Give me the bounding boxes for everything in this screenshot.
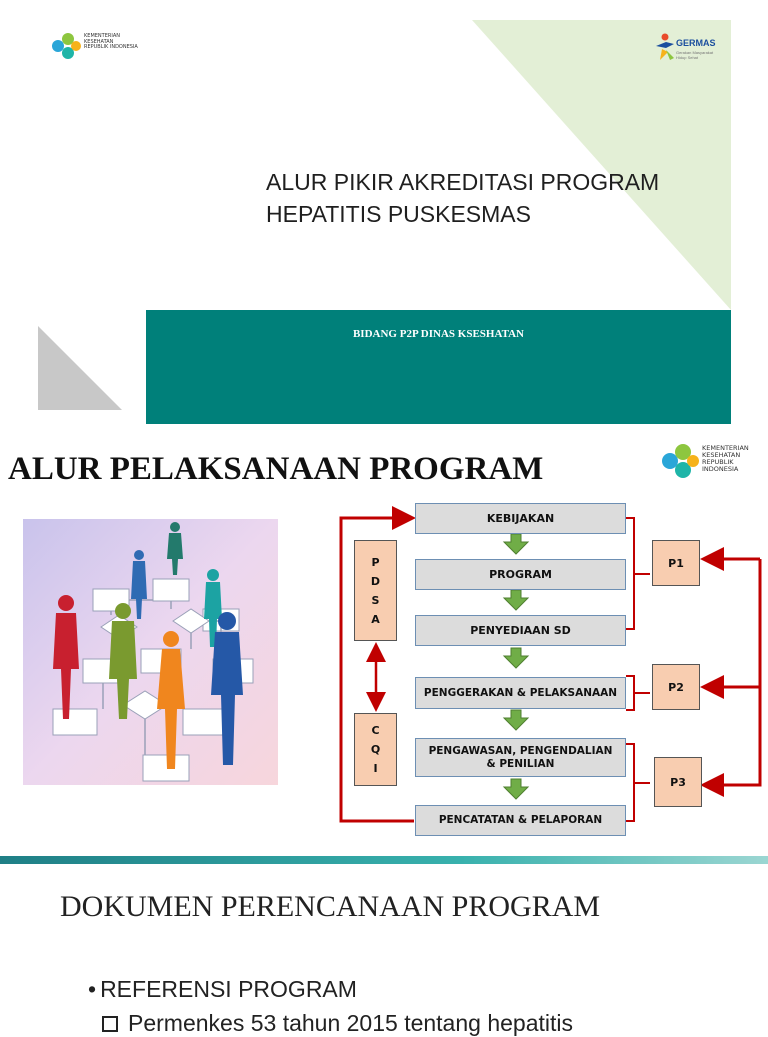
step-kebijakan: KEBIJAKAN (415, 503, 626, 534)
pdsa-letter: D (370, 574, 381, 588)
sub-bullet-text: Permenkes 53 tahun 2015 tentang hepatiti… (128, 1010, 573, 1036)
person-teal-top (167, 522, 183, 575)
bullet-text: REFERENSI PROGRAM (100, 976, 357, 1002)
person-green (109, 603, 137, 719)
ministry-logo-icon (662, 444, 699, 478)
ministry-logo-icon (52, 33, 81, 59)
phase-p1: P1 (652, 540, 700, 586)
slide2-title: ALUR PELAKSANAAN PROGRAM (8, 451, 544, 487)
ministry-logo: KEMENTERIAN KESEHATAN REPUBLIK INDONESIA (48, 30, 138, 62)
ministry-logo-text: KEMENTERIAN KESEHATAN REPUBLIK INDONESIA (84, 33, 138, 50)
bracket-p1 (626, 517, 650, 630)
slide1-title-line2: HEPATITIS PUSKESMAS (266, 201, 531, 227)
pdsa-box: P D S A (354, 540, 397, 641)
person-blue (211, 612, 243, 765)
gray-corner-triangle (38, 326, 122, 410)
people-flowchart-illustration (23, 519, 278, 785)
cqi-letter: Q (370, 743, 381, 756)
person-teal (204, 569, 222, 647)
green-arrows (502, 533, 530, 800)
step-pengawasan: PENGAWASAN, PENGENDALIAN & PENILIAN (415, 738, 626, 777)
teal-band (146, 310, 731, 424)
ministry-logo: KEMENTERIAN KESEHATAN REPUBLIK INDONESIA (658, 441, 758, 481)
person-red (53, 595, 79, 719)
person-orange (157, 631, 185, 769)
bullet-dot: • (88, 976, 97, 1002)
phase-p2: P2 (652, 664, 700, 710)
step-penyediaan-sd: PENYEDIAAN SD (415, 615, 626, 646)
germas-name: GERMAS (676, 38, 716, 48)
slide-separator-bar (0, 856, 768, 864)
title-slide: KEMENTERIAN KESEHATAN REPUBLIK INDONESIA… (0, 0, 768, 430)
slide1-title: ALUR PIKIR AKREDITASI PROGRAM HEPATITIS … (266, 166, 686, 230)
slide1-decoration (38, 20, 731, 410)
person-blue-small (131, 550, 147, 619)
slide1-title-line1: ALUR PIKIR AKREDITASI PROGRAM (266, 169, 660, 195)
step-program: PROGRAM (415, 559, 626, 590)
bracket-p3 (626, 743, 650, 822)
checkbox-bullet-icon (102, 1016, 118, 1032)
bullet-item: •REFERENSI PROGRAM (88, 976, 357, 1003)
flow-slide: ALUR PELAKSANAAN PROGRAM KEMENTERIAN KES… (0, 433, 768, 863)
pdsa-letter: P (371, 555, 380, 569)
ministry-logo-text: KEMENTERIAN KESEHATAN REPUBLIK INDONESIA (702, 444, 749, 473)
step-pengawasan-line1: PENGAWASAN, PENGENDALIAN (428, 744, 613, 757)
pdsa-letter: A (371, 612, 380, 626)
step-pengawasan-line2: & PENILIAN (486, 757, 555, 770)
green-corner-triangle (472, 20, 731, 310)
germas-tagline: Gerakan Masyarakat Hidup Sehat (676, 50, 714, 60)
step-penggerakan: PENGGERAKAN & PELAKSANAAN (415, 677, 626, 709)
cqi-letter: C (371, 724, 380, 737)
pdsa-letter: S (371, 593, 380, 607)
slide3-title: DOKUMEN PERENCANAAN PROGRAM (60, 890, 601, 923)
feedback-loop-arrow (339, 506, 416, 823)
cqi-box: C Q I (354, 713, 397, 786)
cqi-letter: I (373, 762, 378, 775)
to-p3-arrow (700, 559, 762, 797)
germas-logo: GERMAS Gerakan Masyarakat Hidup Sehat (652, 30, 728, 64)
germas-runner-icon (656, 33, 674, 60)
bracket-p2 (626, 675, 650, 711)
phase-p3: P3 (654, 757, 702, 807)
flow-connectors (339, 506, 762, 823)
step-pencatatan: PENCATATAN & PELAPORAN (415, 805, 626, 836)
band-text: BIDANG P2P DINAS KSESHATAN (352, 328, 525, 340)
